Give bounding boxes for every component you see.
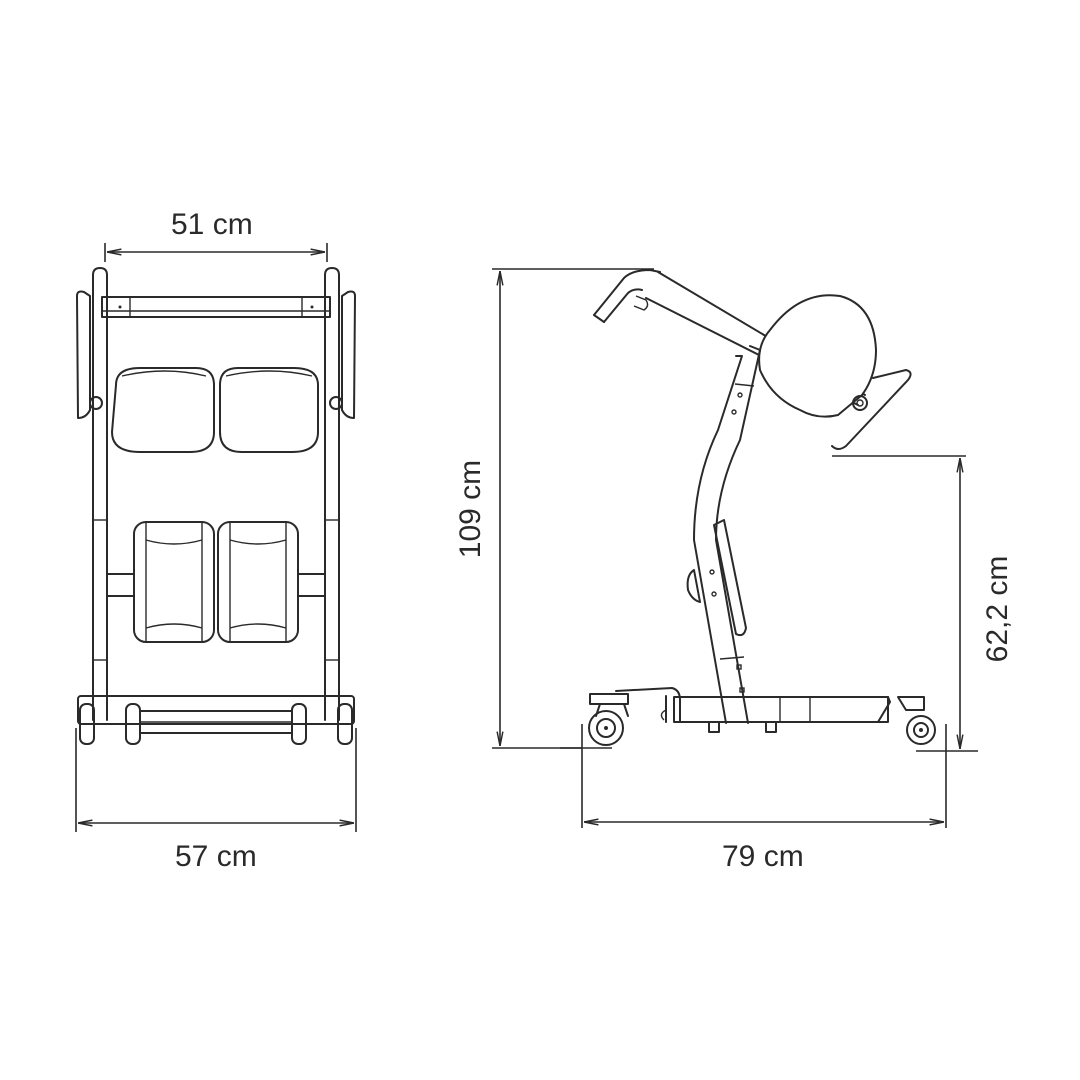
dimension-line-base-length xyxy=(560,724,947,828)
side-base xyxy=(615,687,891,733)
frame-uprights xyxy=(92,267,340,721)
knee-pads xyxy=(106,521,326,643)
dimension-line-knee-height xyxy=(832,455,978,752)
label-top-width: 51 cm xyxy=(171,208,253,241)
chest-pads xyxy=(111,367,319,453)
dimension-line-top-width xyxy=(104,243,328,262)
side-view xyxy=(492,268,978,828)
side-wheels xyxy=(588,693,936,746)
mast xyxy=(686,345,761,724)
label-base-width: 57 cm xyxy=(175,840,257,873)
front-view xyxy=(75,243,357,832)
wheel-icon xyxy=(125,703,141,745)
wheel-icon xyxy=(588,710,624,746)
label-knee-pad-height: 62,2 cm xyxy=(981,555,1014,663)
wheel-icon xyxy=(906,715,936,745)
dimension-line-base-width xyxy=(75,728,357,832)
top-crossbar xyxy=(101,296,331,318)
wheel-icon xyxy=(337,703,353,745)
label-total-height: 109 cm xyxy=(454,459,487,559)
wheel-icon xyxy=(291,703,307,745)
wheel-icon xyxy=(79,703,95,745)
front-base xyxy=(77,695,355,745)
side-chest-pad xyxy=(758,294,912,450)
label-base-length: 79 cm xyxy=(722,840,804,873)
dimension-line-total-height xyxy=(492,268,654,749)
side-handles xyxy=(76,290,356,419)
